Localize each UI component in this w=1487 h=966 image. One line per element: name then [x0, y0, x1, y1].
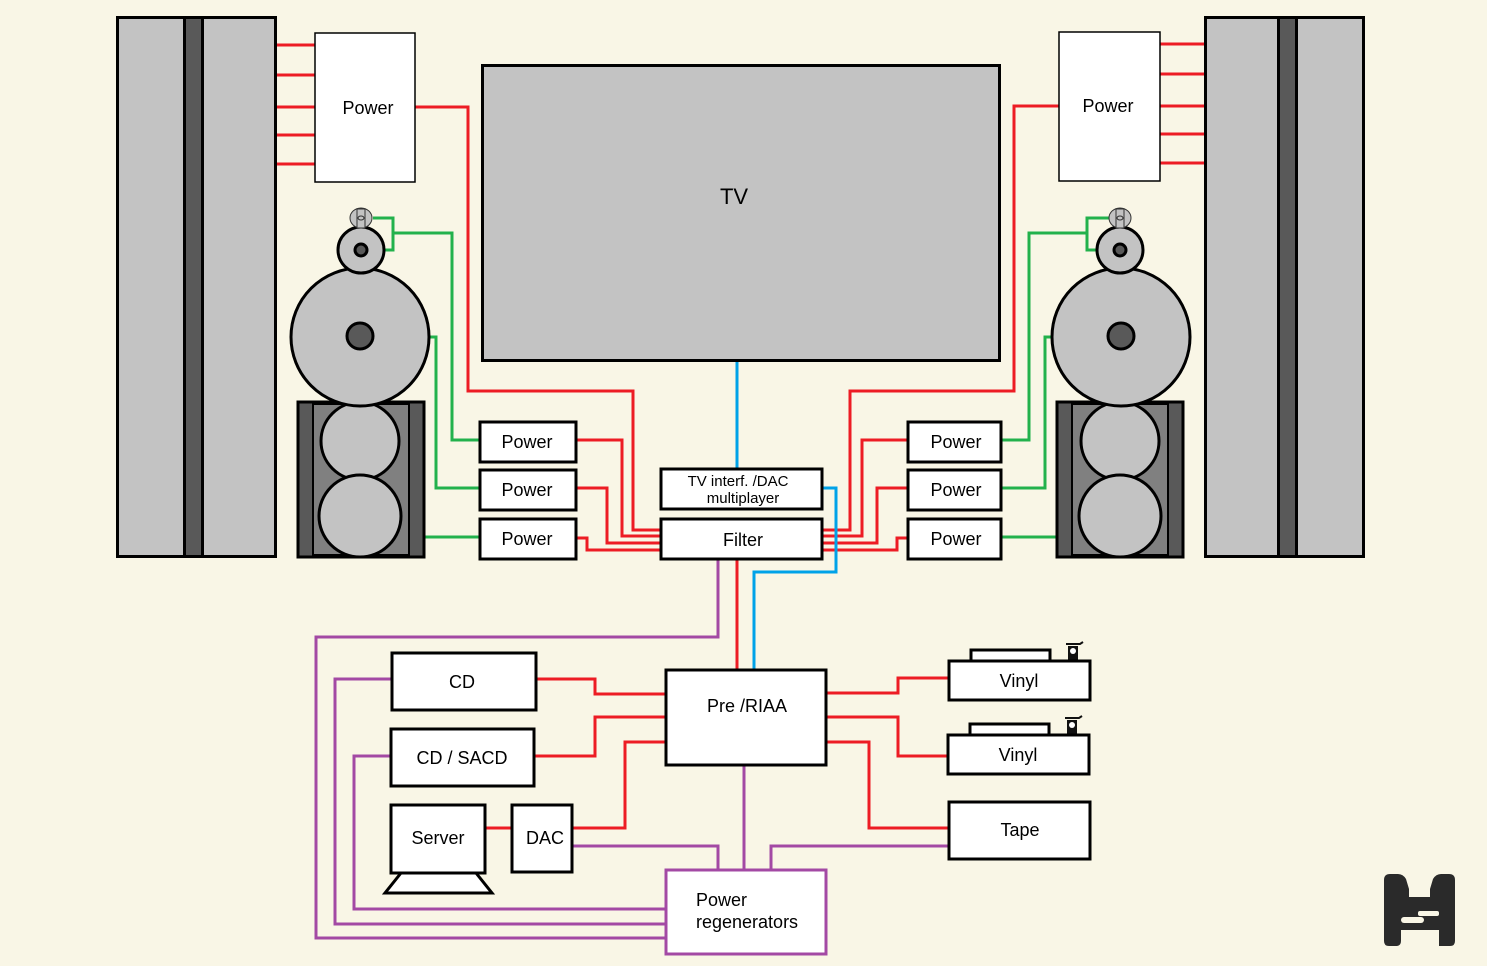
- wire-left-mid-top: [393, 231, 480, 442]
- wire-cd-preamp: [536, 677, 666, 696]
- wire-left-power1-filter: [576, 438, 661, 538]
- wire-left-power2-filter: [576, 486, 661, 545]
- power-amp-top-left-label: Power: [342, 98, 393, 118]
- right-acoustic-panel: [1204, 16, 1365, 558]
- wire-filter-mains: [314, 560, 720, 940]
- left-speaker: [289, 207, 431, 559]
- power-amp-right-2-label: Power: [930, 480, 981, 500]
- tonearm-icon-2: [1065, 715, 1083, 734]
- server-stand-icon: [381, 871, 496, 895]
- cd-sacd-player: CD / SACD: [389, 727, 536, 788]
- turntable-1: Vinyl: [947, 641, 1092, 702]
- wire-mains-sacd: [352, 754, 666, 911]
- tv-interface-dac: TV interf. /DAC multiplayer: [659, 467, 824, 511]
- power-amp-right-1-label: Power: [930, 432, 981, 452]
- power-regenerators-line2: regenerators: [696, 912, 798, 932]
- turntable-2: Vinyl: [946, 715, 1091, 776]
- power-amp-top-right: Power: [1058, 31, 1161, 182]
- power-amp-left-2: Power: [478, 468, 578, 512]
- server-label: Server: [411, 828, 464, 848]
- server: Server: [381, 803, 496, 895]
- wires-left-panel: [276, 43, 315, 166]
- wire-right-power1-filter: [822, 438, 908, 538]
- power-amp-left-1: Power: [478, 420, 578, 464]
- power-amp-left-2-label: Power: [501, 480, 552, 500]
- wire-vinyl2-preamp: [826, 715, 949, 758]
- turntable-2-label: Vinyl: [999, 745, 1038, 765]
- power-amp-left-3: Power: [478, 517, 578, 561]
- right-speaker: [1050, 207, 1192, 559]
- power-regenerators-line1: Power: [696, 890, 747, 910]
- left-supertweeter-icon: [349, 207, 373, 229]
- wire-interface-preamp: [752, 486, 838, 670]
- left-acoustic-panel: [116, 16, 277, 558]
- preamp-riaa-label: Pre /RIAA: [707, 696, 787, 716]
- wire-vinyl1-preamp: [826, 676, 949, 695]
- power-amp-top-right-label: Power: [1082, 96, 1133, 116]
- wire-tape-preamp: [826, 740, 949, 830]
- wire-left-mid: [429, 335, 480, 490]
- wire-mains-cd: [333, 677, 666, 926]
- wires-right-panel: [1160, 42, 1205, 165]
- tv-label: TV: [720, 184, 748, 209]
- tv-interface-line2: multiplayer: [707, 490, 780, 507]
- power-amp-top-left: Power: [314, 32, 416, 183]
- filter-label: Filter: [723, 530, 763, 550]
- cd-player-label: CD: [449, 672, 475, 692]
- preamp-riaa: Pre /RIAA: [664, 668, 828, 767]
- power-amp-left-3-label: Power: [501, 529, 552, 549]
- tape-deck: Tape: [947, 800, 1092, 861]
- wire-mains-dac: [572, 844, 720, 870]
- right-supertweeter-icon: [1108, 207, 1132, 229]
- wire-sacd-preamp: [534, 715, 666, 758]
- cd-sacd-player-label: CD / SACD: [416, 748, 507, 768]
- wire-top-left-power-filter: [415, 105, 661, 532]
- power-amp-right-3: Power: [906, 517, 1003, 561]
- dac-label: DAC: [526, 828, 564, 848]
- wire-left-power3-filter: [576, 536, 661, 552]
- tv-interface-line1: TV interf. /DAC: [688, 473, 789, 490]
- wire-right-mid-top: [1001, 231, 1087, 442]
- power-amp-left-1-label: Power: [501, 432, 552, 452]
- wire-right-power2-filter: [822, 486, 908, 545]
- tonearm-icon-1: [1066, 641, 1084, 660]
- brand-logo-icon: [1384, 874, 1455, 946]
- tv: TV: [481, 64, 1001, 362]
- power-amp-right-2: Power: [906, 468, 1003, 512]
- filter: Filter: [659, 517, 824, 561]
- power-amp-right-1: Power: [906, 420, 1003, 464]
- wire-right-mid: [1001, 335, 1052, 490]
- tape-deck-label: Tape: [1000, 820, 1039, 840]
- dac: DAC: [510, 803, 574, 874]
- wire-right-power3-filter: [822, 536, 908, 552]
- cd-player: CD: [390, 651, 538, 712]
- wire-dac-preamp: [572, 740, 666, 830]
- power-regenerators: Power regenerators: [664, 868, 828, 956]
- turntable-1-label: Vinyl: [1000, 671, 1039, 691]
- power-amp-right-3-label: Power: [930, 529, 981, 549]
- wire-mains-tape: [769, 844, 949, 870]
- wire-top-right-power-filter: [822, 104, 1059, 532]
